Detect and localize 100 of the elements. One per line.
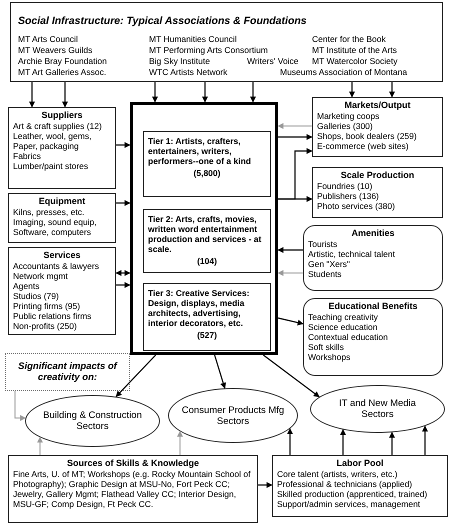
- category-box: [312, 167, 443, 218]
- note-box: [5, 353, 130, 391]
- tier-box: [143, 131, 271, 197]
- arrow: [29, 82, 35, 108]
- category-box: [10, 2, 443, 82]
- category-box: [8, 193, 116, 243]
- arrow: [116, 200, 131, 206]
- sector-label: IT and New Media Sectors: [338, 398, 417, 420]
- list-item: Printing firms (95): [13, 301, 82, 311]
- list-item: Public relations firms: [13, 311, 92, 321]
- list-item: Contextual education: [308, 332, 389, 342]
- tier-frame: [130, 102, 278, 355]
- organization-name: MT Weavers Guilds: [18, 45, 92, 55]
- count-label: (104): [196, 256, 218, 266]
- category-box: [8, 107, 116, 189]
- list-item: Fabrics: [13, 151, 42, 161]
- arrow: [14, 390, 26, 421]
- rounded-box: [303, 225, 443, 291]
- count-label: (5,800): [192, 168, 222, 178]
- box-heading: Social Infrastructure: Typical Associations & Foundations: [18, 16, 307, 26]
- list-item: Support/admin services, management: [277, 499, 422, 509]
- arrow: [278, 317, 304, 326]
- list-item: Soft skills: [308, 342, 345, 352]
- arrow: [250, 82, 256, 103]
- list-item: Galleries (300): [317, 121, 374, 131]
- tier-description: Tier 2: Arts, crafts, movies, written word entertainment production and services - at scale.: [148, 214, 262, 254]
- list-item: Art & craft supplies (12): [13, 121, 103, 131]
- arrow: [116, 142, 131, 148]
- arrow: [422, 426, 428, 455]
- list-item: Shops, book dealers (259): [317, 131, 418, 141]
- list-item: Teaching creativity: [308, 312, 379, 322]
- list-item: Studios (79): [13, 291, 60, 301]
- category-box: [312, 97, 443, 157]
- category-box: [8, 455, 258, 523]
- list-item: Foundries (10): [317, 181, 374, 191]
- box-heading: Suppliers: [40, 110, 84, 121]
- list-item: Publishers (136): [317, 191, 380, 201]
- organization-name: Big Sky Institute: [149, 56, 210, 66]
- arrow: [262, 354, 320, 398]
- description-text: Fine Arts, U. of MT; Workshops (e.g. Rocky Mountain School of Photography); Graphic Design at MSU-No, Fort Peck CC; Jewelry, Gallery Mgmt; Flathead Valley CC; Interior Design, MSU-GF; Comp Design, Ft Peck CC.: [13, 469, 252, 509]
- category-box: [8, 247, 116, 335]
- arrow: [177, 430, 183, 456]
- organization-name: MT Art Galleries Assoc.: [18, 67, 106, 77]
- tier-box: [143, 283, 271, 351]
- arrow: [115, 270, 131, 276]
- tier-box: [143, 209, 271, 273]
- list-item: Non-profits (250): [13, 321, 78, 331]
- organization-name: Museums Association of Montana: [280, 67, 408, 77]
- arrow: [116, 354, 156, 398]
- sector-label: Building & Construction Sectors: [42, 410, 143, 432]
- category-box: [272, 455, 448, 517]
- list-item: Science education: [308, 322, 378, 332]
- tier-description: Tier 1: Artists, crafters, entertainers, writers, performers--one of a kind: [148, 136, 252, 166]
- arrow: [340, 429, 346, 455]
- box-heading: Educational Benefits: [327, 301, 418, 312]
- list-item: Workshops: [308, 352, 352, 362]
- list-item: Leather, wool, gems,: [13, 131, 92, 141]
- list-item: Professional & technicians (applied): [277, 479, 414, 489]
- sector-label: Consumer Products Mfg Sectors: [181, 404, 285, 426]
- organization-name: MT Institute of the Arts: [312, 45, 397, 55]
- arrow: [277, 247, 303, 253]
- organization-name: MT Watercolor Society: [312, 56, 398, 66]
- organization-name: MT Arts Council: [18, 34, 78, 44]
- list-item: Imaging, sound equip,: [13, 217, 98, 227]
- list-item: Lumber/paint stores: [13, 161, 90, 171]
- arrow: [278, 196, 313, 202]
- arrow: [389, 82, 395, 98]
- list-item: Marketing coops: [317, 111, 380, 121]
- arrow: [202, 82, 208, 103]
- arrow: [278, 134, 313, 140]
- arrow: [349, 82, 355, 98]
- box-heading: Scale Production: [340, 170, 416, 181]
- list-item: Core talent (artists, writers, etc.): [277, 469, 398, 479]
- box-heading: Equipment: [38, 196, 86, 207]
- organization-name: Archie Bray Foundation: [18, 56, 107, 66]
- list-item: Paper, packaging: [13, 141, 80, 151]
- list-item: Kilns, presses, etc.: [13, 207, 86, 217]
- arrow: [152, 82, 158, 103]
- organization-name: Center for the Book: [312, 34, 386, 44]
- list-item: Software, computers: [13, 227, 92, 237]
- list-item: Agents: [13, 281, 40, 291]
- count-label: (527): [196, 330, 218, 340]
- box-heading: Markets/Output: [343, 100, 412, 111]
- box-heading: Amenities: [350, 228, 396, 239]
- list-item: Skilled production (apprenticed, trained): [277, 489, 428, 499]
- arrow: [37, 436, 43, 456]
- list-item: Photo services (380): [317, 201, 396, 211]
- organization-name: MT Performing Arts Consortium: [149, 45, 268, 55]
- tier-description: Tier 3: Creative Services: Design, displays, media architects, advertising, interior decorators, etc.: [148, 288, 250, 328]
- arrow: [62, 82, 68, 108]
- rounded-box: [303, 298, 443, 376]
- arrow: [389, 432, 395, 455]
- arrow: [258, 482, 273, 488]
- arrow: [277, 123, 312, 129]
- arrow: [287, 428, 293, 455]
- list-item: Tourists: [308, 239, 338, 249]
- box-heading: Sources of Skills & Knowledge: [66, 458, 200, 469]
- list-item: Artistic, technical talent: [308, 249, 396, 259]
- box-heading: Labor Pool: [336, 458, 384, 469]
- box-heading: Services: [42, 250, 82, 261]
